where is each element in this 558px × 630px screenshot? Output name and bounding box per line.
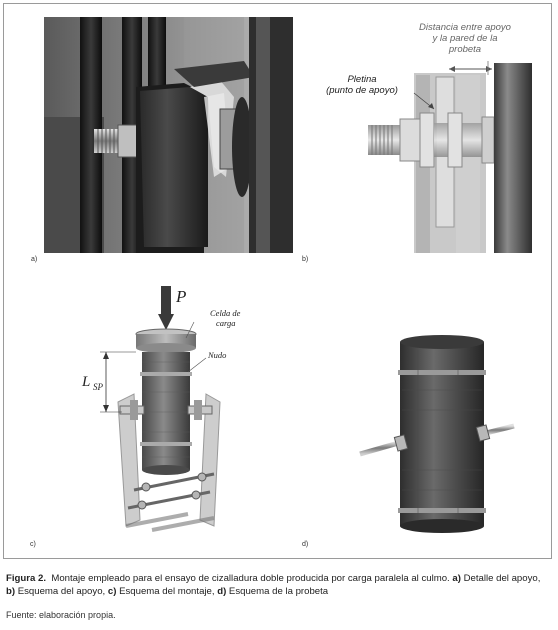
panel-label-d: d) [302, 541, 309, 548]
panel-label-b: b) [302, 256, 309, 263]
specimen-schematic-drawing [358, 330, 518, 540]
figure-source: Fuente: elaboración propia. [6, 610, 116, 620]
panel-d-specimen-schematic [358, 330, 518, 540]
panel-b-support-schematic [316, 17, 532, 253]
panel-label-c: c) [30, 541, 36, 548]
load-symbol-text: P [175, 287, 186, 306]
distance-label-line3: probeta [448, 44, 482, 55]
distance-annotation: Distancia entre apoyo y la pared de la p… [400, 22, 530, 55]
panel-label-a: a) [31, 256, 38, 263]
caption-key-b: b) [6, 586, 16, 597]
caption-text-a: Detalle del apoyo, [460, 573, 541, 584]
pletina-label-line1: Pletina [347, 74, 377, 85]
celda-label-line1: Celda de [210, 308, 241, 318]
caption-text-c: Esquema del montaje, [116, 586, 218, 597]
celda-label-line2: carga [216, 318, 236, 328]
support-schematic-drawing [316, 17, 532, 253]
distance-label-line1: Distancia entre apoyo [419, 22, 511, 33]
pletina-annotation: Pletina (punto de apoyo) [314, 74, 410, 96]
caption-text: Montaje empleado para el ensayo de cizal… [51, 573, 450, 584]
panel-c-assembly-schematic: P Celda de carga Nudo L SP [68, 282, 268, 540]
pletina-label-line2: (punto de apoyo) [326, 85, 398, 96]
figure-frame [3, 3, 552, 559]
caption-prefix: Figura 2. [6, 573, 46, 584]
distance-label-line2: y la pared de la [432, 33, 498, 44]
nudo-label: Nudo [207, 350, 226, 360]
caption-key-c: c) [107, 586, 117, 597]
length-symbol-sub: SP [93, 382, 104, 392]
length-symbol-main: L [81, 374, 90, 390]
caption-text-d: Esquema de la probeta [226, 586, 329, 597]
caption-key-a: a) [452, 573, 461, 584]
figure-caption: Figura 2. Montaje empleado para el ensay… [6, 572, 552, 598]
caption-text-b: Esquema del apoyo, [15, 586, 108, 597]
panel-a-photo [44, 17, 293, 253]
caption-key-d: d) [217, 586, 227, 597]
assembly-schematic-drawing: P Celda de carga Nudo L SP [68, 282, 268, 540]
support-photo-image [44, 17, 293, 253]
